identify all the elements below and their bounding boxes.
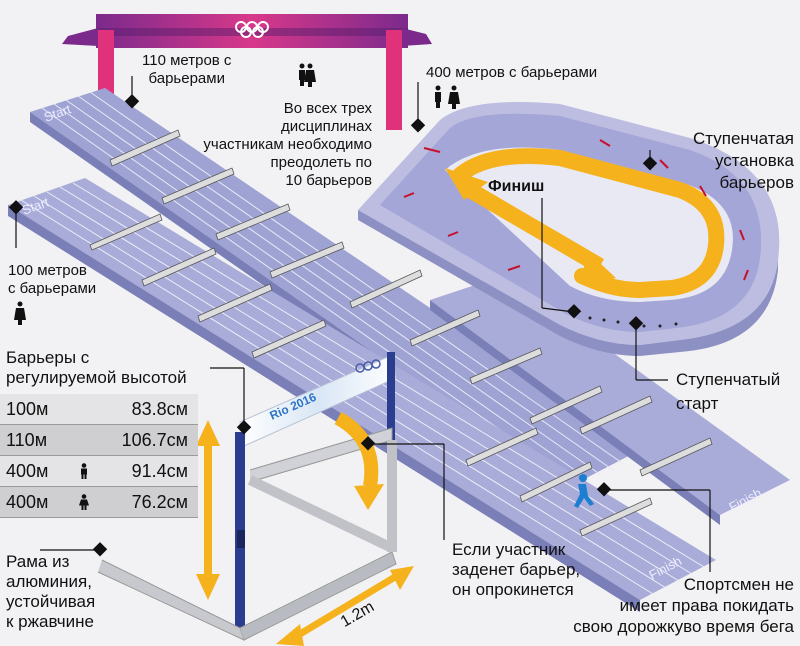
measurement-arrows	[196, 411, 414, 646]
label-finish: Финиш	[488, 178, 545, 195]
hurdle-heights-table: 100м 83.8см 110м 106.7см 400м 91.4см 400…	[0, 394, 198, 518]
table-row: 400м 76.2см	[0, 487, 198, 518]
label-110m: 110 метров с барьерами	[142, 52, 232, 87]
label-knock-over: Если участник заденет барьер, он опрокин…	[452, 540, 581, 599]
leader-lines	[8, 76, 711, 572]
track-hurdles	[89, 129, 713, 537]
big-hurdle: Rio 2016	[97, 352, 397, 641]
label-lane-rule: Спортсмен не имеет права покидать свою д…	[573, 575, 794, 636]
event-cell: 110м	[6, 430, 48, 450]
male-icon	[299, 63, 441, 108]
event-cell: 400м	[6, 492, 49, 512]
label-staggered-start: Ступенчатый старт	[676, 370, 781, 413]
male-icon	[81, 463, 87, 479]
height-cell: 106.7см	[121, 430, 188, 450]
height-cell: 83.8см	[131, 399, 188, 419]
olympic-rings-icon	[235, 21, 269, 38]
event-cell: 400м	[6, 461, 49, 481]
label-staggered-hurdles: Ступенчатая установка барьеров	[693, 129, 794, 192]
label-400m: 400 метров с барьерами	[426, 64, 598, 81]
track-400m	[358, 102, 780, 356]
label-ten-hurdles-note: Во всех трех дисциплинах участникам необ…	[203, 100, 372, 189]
height-cell: 91.4см	[131, 461, 188, 481]
label-100m: 100 метров с барьерами	[8, 262, 97, 297]
height-cell: 76.2см	[131, 492, 188, 512]
label-aluminium-frame: Рама из алюминия, устойчивая к ржавчине	[6, 552, 96, 631]
event-cell: 100м	[6, 399, 49, 419]
label-adjustable-hurdles: Барьеры с регулируемой высотой	[6, 348, 187, 387]
runner-icon	[574, 474, 594, 508]
female-icon	[79, 494, 89, 510]
table-row: 100м 83.8см	[0, 394, 198, 425]
table-row: 400м 91.4см	[0, 456, 198, 487]
female-icon	[14, 63, 460, 325]
table-row: 110м 106.7см	[0, 425, 198, 456]
